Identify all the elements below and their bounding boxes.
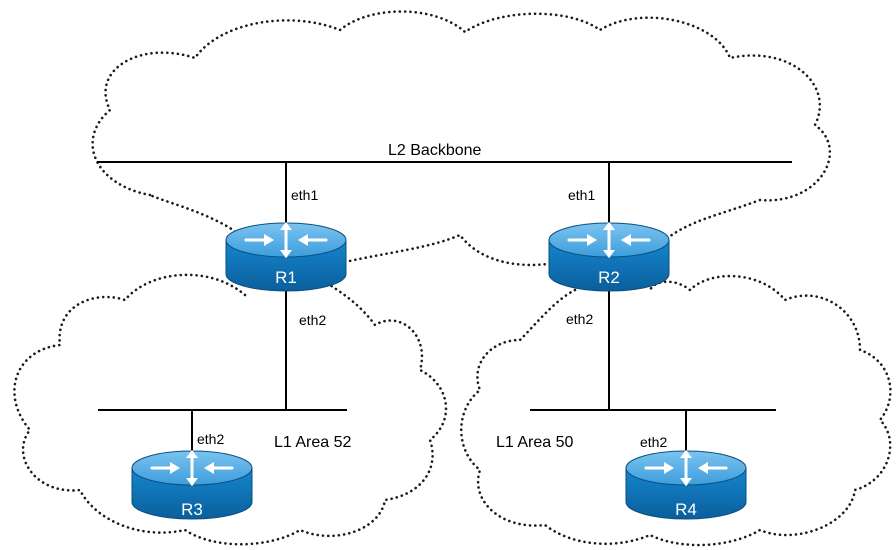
area-52-cloud	[13, 273, 448, 546]
backbone-label: L2 Backbone	[388, 142, 482, 159]
r3-eth2-label: eth2	[197, 431, 224, 447]
router-label: R4	[675, 500, 697, 519]
r2-eth2-label: eth2	[566, 311, 593, 327]
r1-eth2-label: eth2	[299, 312, 326, 328]
r1-eth1-label: eth1	[291, 187, 318, 203]
r4-eth2-label: eth2	[640, 434, 667, 450]
r2-eth1-label: eth1	[568, 187, 595, 203]
router-r1[interactable]: R1	[225, 222, 347, 292]
router-icon	[548, 222, 670, 292]
router-r2[interactable]: R2	[548, 222, 670, 292]
router-label: R1	[275, 268, 297, 287]
backbone-cloud	[91, 10, 832, 267]
router-icon	[131, 450, 253, 520]
area-52-label: L1 Area 52	[274, 434, 352, 451]
area-50-cloud	[460, 274, 892, 547]
router-label: R2	[598, 268, 620, 287]
area-50-label: L1 Area 50	[496, 434, 574, 451]
router-icon	[625, 450, 747, 520]
router-r3[interactable]: R3	[131, 450, 253, 520]
router-icon	[225, 222, 347, 292]
router-label: R3	[181, 500, 203, 519]
router-r4[interactable]: R4	[625, 450, 747, 520]
